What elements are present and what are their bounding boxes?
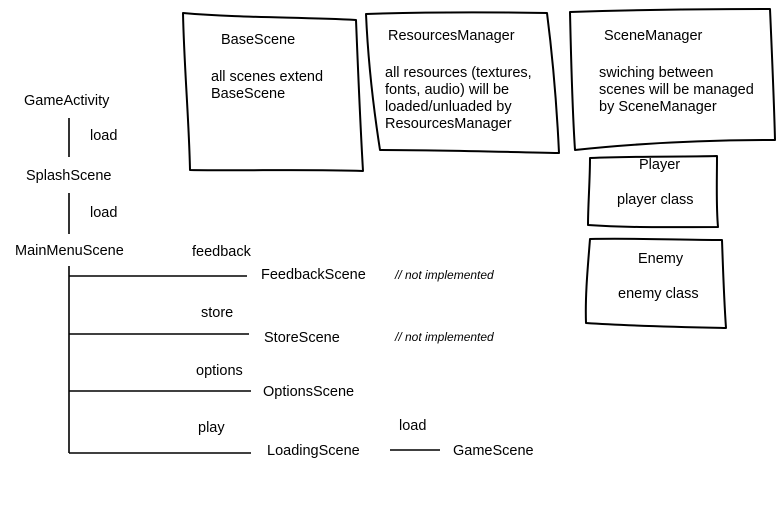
enemy-box: [584, 237, 727, 329]
resources-manager-box: [365, 11, 560, 154]
note-store-not-implemented: // not implemented: [395, 330, 494, 344]
node-loading-scene: LoadingScene: [267, 443, 360, 459]
edge-label-load-2: load: [90, 205, 118, 221]
base-scene-body: all scenes extend BaseScene: [211, 69, 324, 102]
edge-label-options: options: [196, 363, 243, 379]
enemy-body: enemy class: [618, 286, 699, 302]
scene-manager-box: [569, 8, 776, 151]
node-splash-scene: SplashScene: [26, 168, 112, 184]
scene-manager-body: swiching between scenes will be managed …: [599, 65, 754, 115]
node-options-scene: OptionsScene: [263, 384, 355, 400]
node-store-scene: StoreScene: [264, 330, 340, 346]
base-scene-box: [182, 12, 364, 172]
edge-label-load-game: load: [399, 418, 427, 434]
base-scene-title: BaseScene: [221, 32, 296, 48]
edge-label-store: store: [201, 305, 234, 321]
player-box: [587, 155, 719, 229]
note-feedback-not-implemented: // not implemented: [395, 268, 494, 282]
edge-label-feedback: feedback: [192, 244, 251, 260]
enemy-title: Enemy: [638, 251, 684, 267]
node-feedback-scene: FeedbackScene: [261, 267, 366, 283]
node-main-menu-scene: MainMenuScene: [15, 243, 124, 259]
player-body: player class: [617, 192, 694, 208]
node-game-scene: GameScene: [453, 443, 534, 459]
node-game-activity: GameActivity: [24, 93, 110, 109]
edge-label-load-1: load: [90, 128, 118, 144]
resources-manager-body: all resources (textures, fonts, audio) w…: [385, 65, 532, 132]
scene-manager-title: SceneManager: [604, 28, 703, 44]
player-title: Player: [639, 157, 681, 173]
edge-label-play: play: [198, 420, 225, 436]
resources-manager-title: ResourcesManager: [388, 28, 515, 44]
